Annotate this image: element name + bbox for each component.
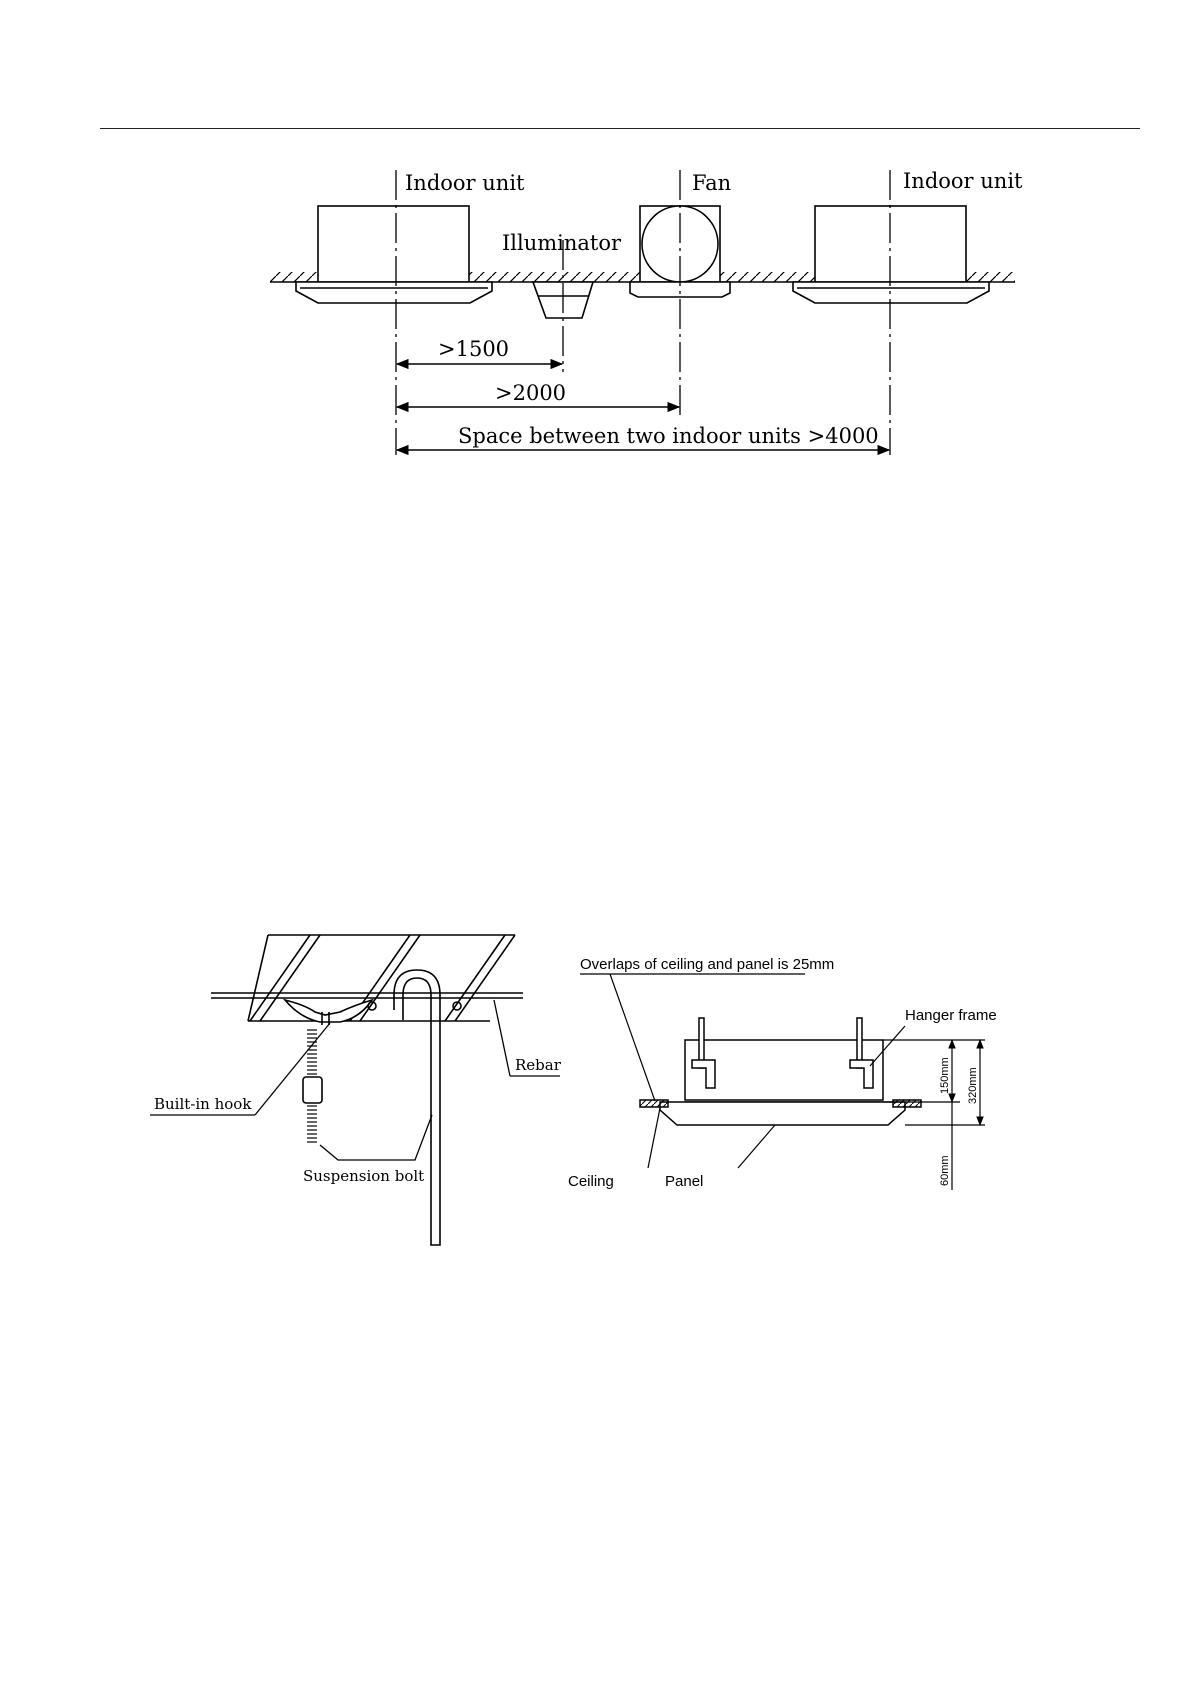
dim-space-label: Space between two indoor units >4000 — [458, 424, 879, 448]
label-overlap: Overlaps of ceiling and panel is 25mm — [580, 956, 834, 973]
panel — [660, 1102, 905, 1125]
rebar-hook — [394, 970, 440, 1245]
dim-60mm: 60mm — [939, 1155, 951, 1186]
label-panel: Panel — [665, 1173, 703, 1190]
dim-320mm: 320mm — [967, 1067, 979, 1104]
label-suspension-bolt: Suspension bolt — [303, 1167, 424, 1185]
label-rebar: Rebar — [515, 1056, 562, 1074]
dim-150mm: 150mm — [939, 1057, 951, 1094]
label-indoor-unit-left: Indoor unit — [405, 171, 525, 195]
label-ceiling: Ceiling — [568, 1173, 614, 1190]
label-indoor-unit-right: Indoor unit — [903, 169, 1023, 193]
leaders-diagram2 — [150, 1000, 560, 1160]
dim-1500-label: >1500 — [438, 337, 509, 361]
dim-2000-label: >2000 — [495, 381, 566, 405]
label-built-in-hook: Built-in hook — [154, 1095, 252, 1113]
suspension-diagram — [150, 935, 560, 1245]
label-fan: Fan — [692, 171, 731, 195]
right-indoor-unit — [793, 206, 989, 303]
concrete-slab — [211, 935, 523, 1021]
left-indoor-unit — [296, 206, 492, 303]
spacing-diagram — [270, 170, 1015, 455]
label-illuminator: Illuminator — [502, 231, 622, 255]
label-hanger-frame: Hanger frame — [905, 1007, 997, 1024]
